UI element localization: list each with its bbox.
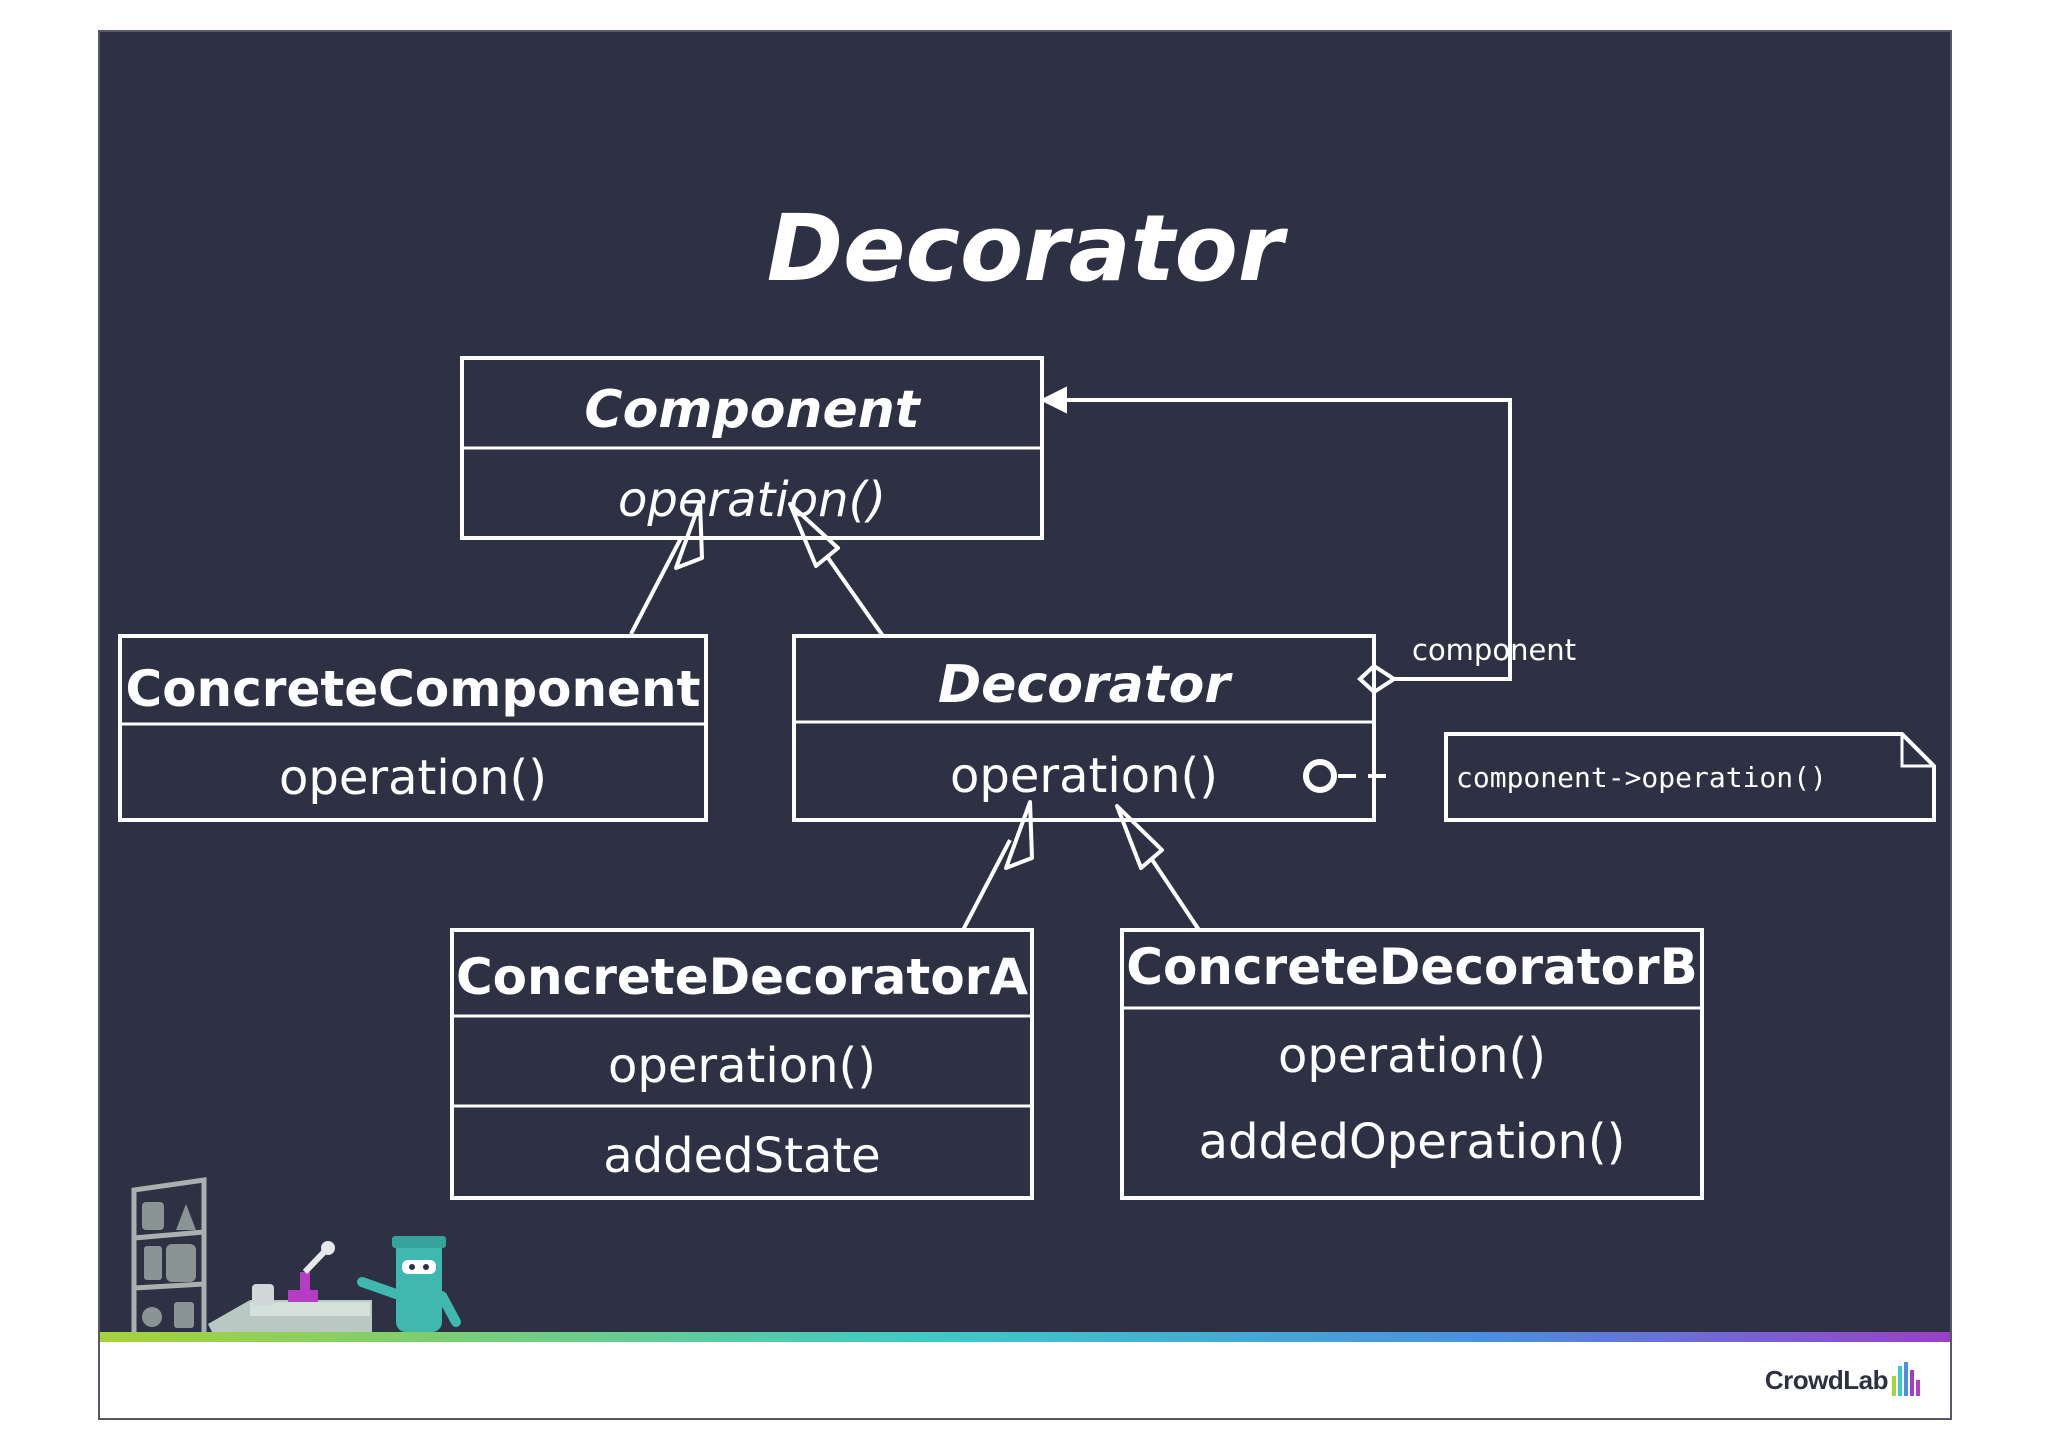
class-method: addedOperation() <box>1199 1114 1626 1170</box>
note-box <box>1444 732 1936 822</box>
class-name: ConcreteDecoratorB <box>1126 938 1697 996</box>
note-text: component->operation() <box>1456 761 1827 794</box>
inheritance-edge-concrete-decorator-a <box>961 839 1012 931</box>
class-concrete-component: ConcreteComponent operation() <box>118 634 708 822</box>
class-decorator: Decorator operation() <box>792 634 1376 822</box>
class-name: Decorator <box>938 655 1233 715</box>
decorator-uml-diagram: Decorator <box>118 195 1936 1332</box>
association-arrowhead-icon <box>1039 386 1067 414</box>
crowdlab-mascot <box>357 1236 461 1332</box>
inheritance-arrowhead-icon <box>1004 800 1034 870</box>
inheritance-arrowhead-icon <box>788 502 840 568</box>
class-concrete-decorator-b: ConcreteDecoratorB operation() addedOper… <box>1120 928 1704 1200</box>
inheritance-arrowhead-icon <box>674 500 704 570</box>
class-concrete-decorator-a: ConcreteDecoratorA operation() addedStat… <box>450 928 1034 1200</box>
association-role-label: component <box>1412 633 1576 667</box>
page-title: Decorator <box>767 195 1289 302</box>
class-name: Component <box>584 380 921 440</box>
lab-illustration <box>131 1177 461 1332</box>
inheritance-edge-concrete-component <box>629 537 683 635</box>
code-note: component->operation() <box>1444 732 1936 822</box>
slide: Decorator <box>98 30 1952 1420</box>
logo-text: CrowdLab <box>1764 1365 1889 1395</box>
note-fold <box>1900 734 1934 768</box>
lab-shelf <box>131 1177 207 1332</box>
class-box <box>792 634 1376 822</box>
lab-table <box>208 1241 372 1332</box>
note-anchor-icon <box>1303 759 1337 793</box>
class-method: operation() <box>1278 1028 1546 1084</box>
footer-gradient-bar <box>100 1332 1950 1342</box>
chalkboard: Decorator <box>100 32 1950 1332</box>
class-name: ConcreteComponent <box>126 660 701 718</box>
class-method: operation() <box>618 472 886 528</box>
class-attribute: addedState <box>603 1128 880 1184</box>
class-box <box>1120 928 1704 1200</box>
crowdlab-logo: CrowdLab <box>1765 1362 1922 1396</box>
class-box <box>118 634 708 822</box>
logo-bars-icon <box>1892 1362 1920 1396</box>
class-method: operation() <box>950 748 1218 804</box>
class-method: operation() <box>608 1038 876 1094</box>
inheritance-arrowhead-icon <box>1115 804 1164 870</box>
class-name: ConcreteDecoratorA <box>456 948 1028 1006</box>
class-box <box>450 928 1034 1200</box>
aggregation-edge <box>1042 398 1512 681</box>
class-component: Component operation() <box>460 356 1044 540</box>
aggregation-diamond-icon <box>1357 663 1398 695</box>
class-method: operation() <box>279 750 547 806</box>
